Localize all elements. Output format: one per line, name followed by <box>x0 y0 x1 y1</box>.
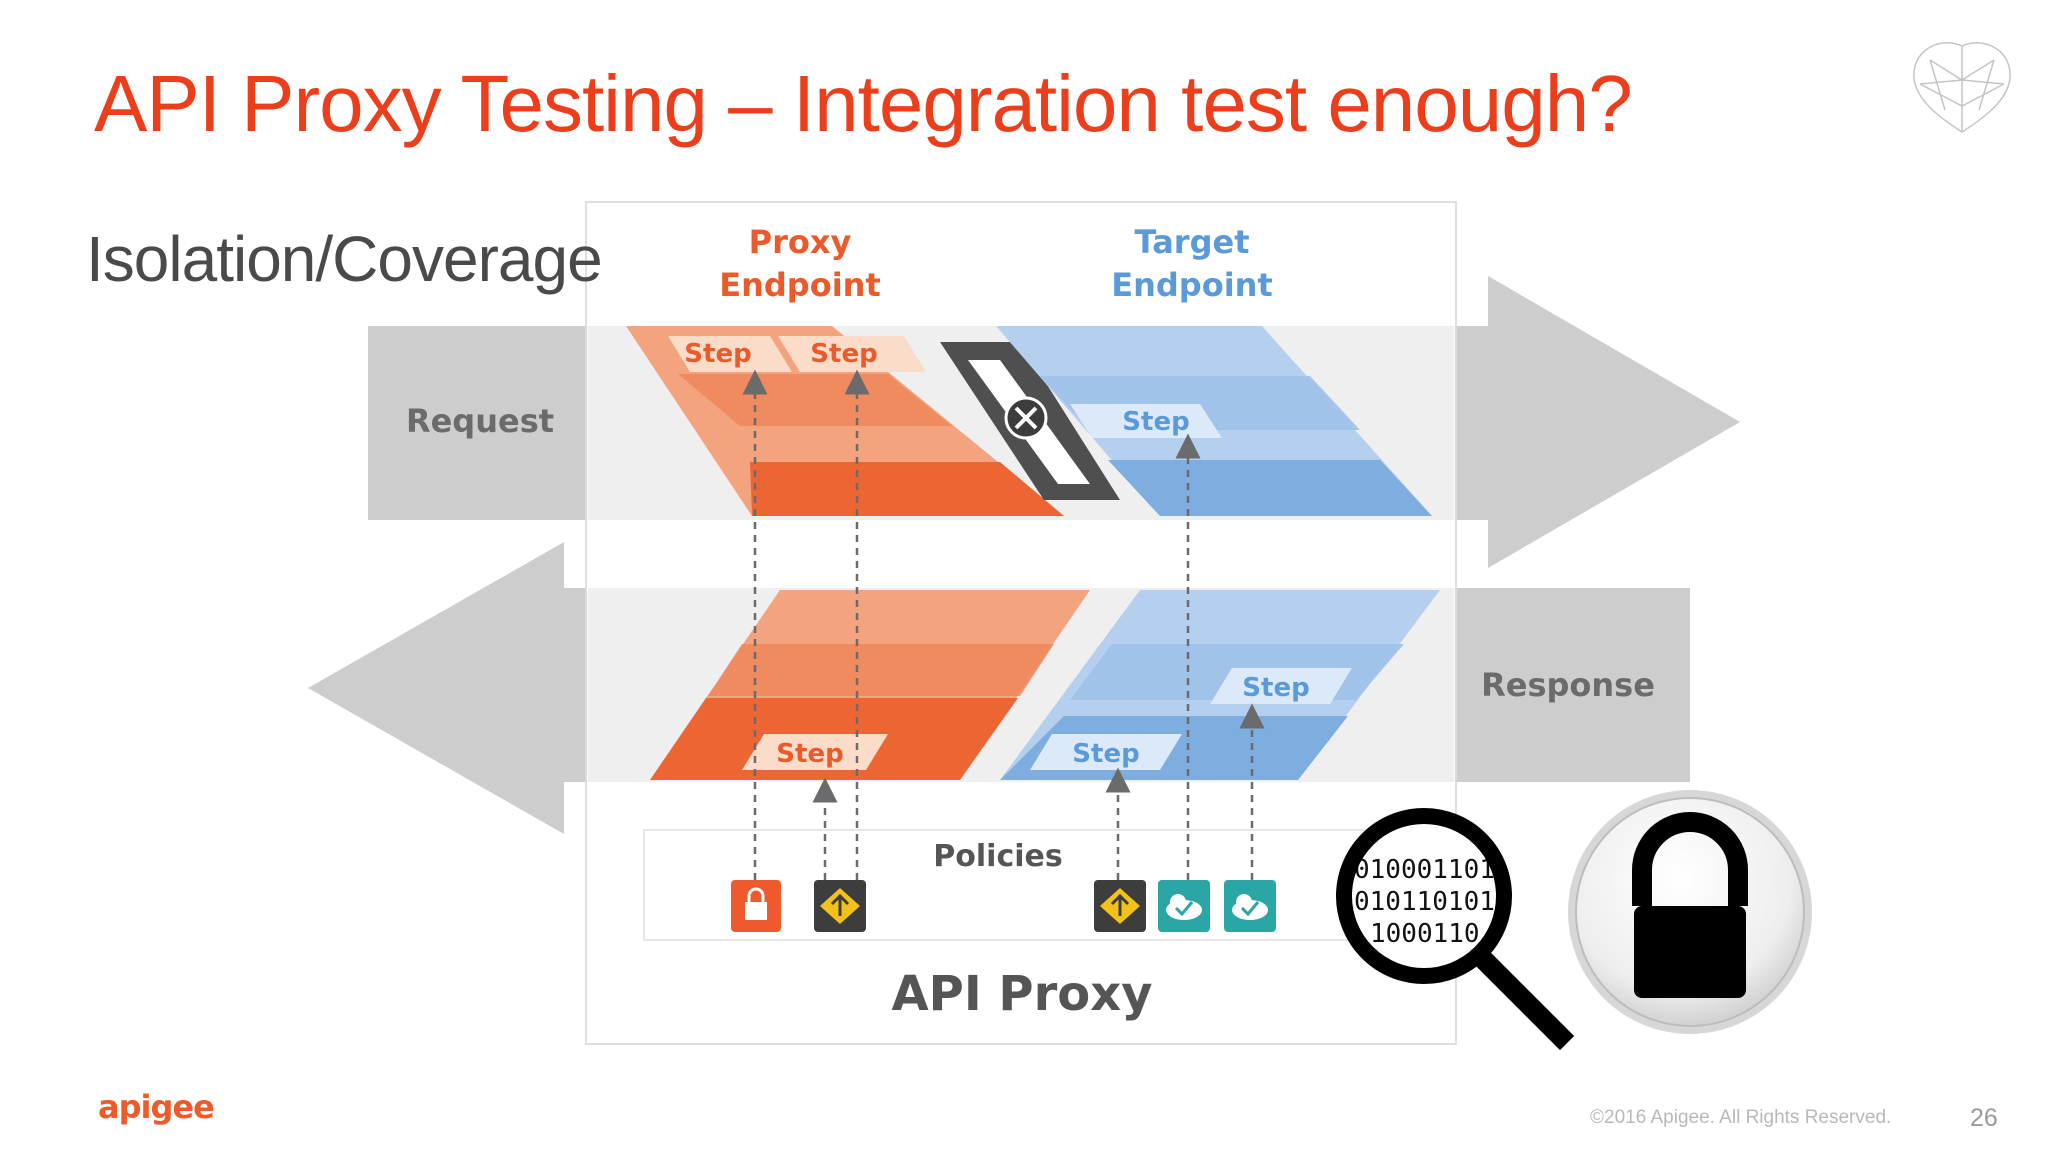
step-box <box>668 336 792 372</box>
apigee-logo: apigee <box>98 1088 215 1126</box>
response-label: Response <box>1481 666 1655 704</box>
step-label: Step <box>810 339 877 369</box>
step-box <box>1070 404 1222 438</box>
step-box <box>742 734 888 770</box>
step-box <box>1210 668 1352 704</box>
step-label: Step <box>1072 739 1139 769</box>
step-label: Step <box>684 339 751 369</box>
http-connector <box>940 342 1120 500</box>
api-proxy-label: API Proxy <box>892 966 1153 1022</box>
step-label: Step <box>776 739 843 769</box>
step-box <box>1030 734 1182 770</box>
route-policy-icon <box>814 880 866 932</box>
target-endpoint-label: Endpoint <box>1111 266 1272 304</box>
heart-network-icon <box>1913 42 2011 133</box>
route-policy-icon <box>1094 880 1146 932</box>
padlock-icon <box>1568 790 1812 1034</box>
binary-line: 1000110 <box>1370 919 1480 949</box>
slide-subtitle: Isolation/Coverage <box>86 223 603 295</box>
binary-line: 010110101 <box>1354 887 1495 917</box>
magnifier-icon: 010001101 010110101 1000110 <box>1336 808 1575 1051</box>
slide-title: API Proxy Testing – Integration test eno… <box>94 59 1633 148</box>
request-label: Request <box>406 402 554 440</box>
policies-label: Policies <box>933 839 1062 874</box>
cloud-check-policy-icon <box>1158 880 1210 932</box>
step-box <box>778 336 926 372</box>
cloud-check-policy-icon <box>1224 880 1276 932</box>
proxy-endpoint-label: Proxy <box>749 223 852 261</box>
page-number: 26 <box>1970 1104 1998 1132</box>
lock-policy-icon <box>731 880 781 932</box>
copyright-footer: ©2016 Apigee. All Rights Reserved. <box>1590 1107 1892 1128</box>
target-endpoint-label: Target <box>1135 223 1250 261</box>
proxy-endpoint-label: Endpoint <box>719 266 880 304</box>
step-label: Step <box>1122 407 1189 437</box>
step-label: Step <box>1242 673 1309 703</box>
binary-line: 010001101 <box>1354 855 1495 885</box>
